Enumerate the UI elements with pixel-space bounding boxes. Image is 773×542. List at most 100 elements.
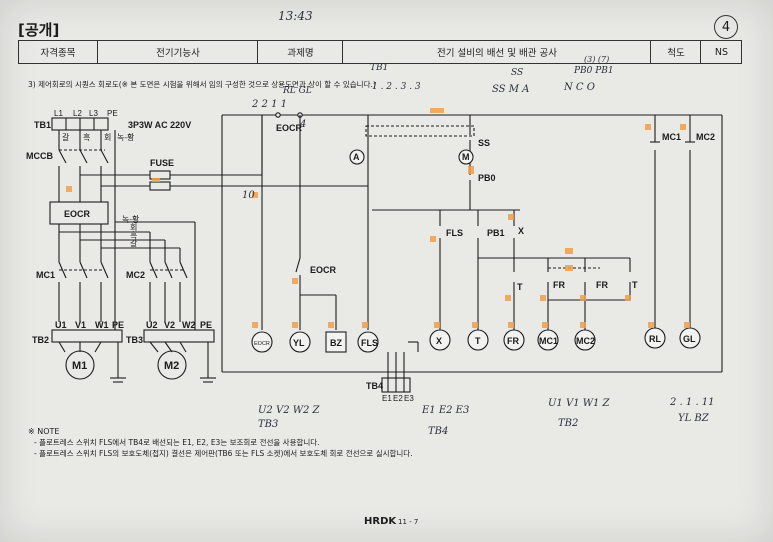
tb3-block — [143, 329, 215, 343]
hand-u2v2w2: U2 V2 W2 Z — [258, 405, 320, 416]
tb4-e1: E1 — [382, 394, 392, 403]
tb1-label: TB1 — [34, 120, 51, 130]
mccb-label: MCCB — [26, 151, 53, 161]
motor-m1 — [65, 350, 95, 380]
tb3-w2: W2 — [182, 320, 196, 330]
fr-contact-2: FR — [596, 280, 608, 290]
page-number: 4 — [721, 19, 731, 35]
phase-l1: L1 — [54, 109, 63, 118]
hand-tb2: TB2 — [558, 418, 579, 429]
hand-2211: 2 2 1 1 — [252, 99, 287, 110]
hand-10: 10 — [242, 190, 255, 201]
task-cell-value: 전기 설비의 배선 및 배관 공사 — [342, 41, 651, 63]
tb3-pe: PE — [200, 320, 212, 330]
x-contact-label: X — [518, 226, 524, 236]
phase-l2: L2 — [73, 109, 82, 118]
tb2-u1: U1 — [55, 320, 67, 330]
hand-u1v1w1: U1 V1 W1 Z — [548, 398, 610, 409]
phase-pe: PE — [107, 109, 118, 118]
mc1-label: MC1 — [36, 270, 55, 280]
t-contact-1: T — [517, 282, 523, 292]
hand-nums-123: 1 . 2 . 3 . 3 — [372, 82, 421, 92]
mc2-label: MC2 — [126, 270, 145, 280]
page-number-circle: 4 — [714, 15, 738, 39]
hand-tb3: TB3 — [258, 419, 279, 430]
title-cell-value: 전기기능사 — [97, 41, 258, 63]
tb2-label: TB2 — [32, 335, 49, 345]
gl-label: GL — [683, 334, 696, 344]
pb0-label: PB0 — [478, 173, 496, 183]
mc1-coil-label: MC1 — [539, 336, 558, 346]
tb3-u2: U2 — [146, 320, 158, 330]
meter-m — [458, 149, 474, 165]
hand-ss: SS — [511, 68, 524, 78]
wire-black: 흑 — [130, 230, 137, 240]
eocr-block — [49, 201, 109, 225]
tb4-e2: E2 — [393, 394, 403, 403]
eocr-label: EOCR — [64, 209, 91, 219]
supply-label: 3P3W AC 220V — [128, 120, 191, 130]
fuse-label: FUSE — [150, 158, 174, 168]
tb2-v1: V1 — [75, 320, 86, 330]
relay-fr — [503, 329, 525, 351]
tb3-v2: V2 — [164, 320, 175, 330]
eocr-contact-label: EOCR — [276, 123, 303, 133]
motor-m2 — [157, 350, 187, 380]
fr-relay-label: FR — [507, 336, 519, 346]
hand-e123: E1 E2 E3 — [422, 405, 470, 416]
tb2-pe: PE — [112, 320, 124, 330]
color-l3: 회 — [104, 133, 111, 142]
wire-gray: 회 — [130, 223, 137, 232]
note-line-1: - 플로트레스 스위치 FLS에서 TB4로 배선되는 E1, E2, E3는 … — [34, 438, 320, 447]
note-title: ※ NOTE — [28, 427, 60, 436]
buzzer-bz — [325, 331, 347, 353]
lamp-yl — [289, 331, 311, 353]
title-cell-label: 자격종목 — [40, 48, 76, 59]
public-tag: [공개] — [18, 21, 60, 39]
footer-brand: HRDK — [364, 516, 397, 527]
lamp-eocr-label: EOCR — [254, 341, 270, 347]
diagram-subtitle: 3) 제어회로의 시퀀스 회로도(※ 본 도면은 시험을 위해서 임의 구성한 … — [28, 80, 376, 89]
bz-label: BZ — [330, 338, 342, 348]
hand-pb-marks: (3) (7) — [584, 55, 610, 64]
relay-x — [429, 329, 451, 351]
fls-contact-label: FLS — [446, 228, 463, 238]
ammeter-a — [349, 149, 365, 165]
contactor-mc2 — [574, 329, 596, 351]
lamp-rl — [644, 327, 666, 349]
t-contact-2: T — [632, 280, 638, 290]
contactor-mc1 — [537, 329, 559, 351]
relay-fls — [357, 331, 379, 353]
hand-top-number: 13:43 — [278, 9, 313, 23]
hand-tb1: TB1 — [370, 63, 389, 73]
hand-nco: N C O — [564, 82, 595, 93]
hand-4: 4 — [300, 119, 307, 130]
lamp-yl-label: YL — [293, 338, 305, 348]
scale-cell-value: NS — [700, 41, 742, 63]
wire-brown: 갈 — [130, 239, 138, 248]
tb4-e3: E3 — [404, 394, 414, 403]
rl-label: RL — [649, 334, 661, 344]
hand-pb0pb1: PB0 PB1 — [574, 66, 614, 76]
tb3-label: TB3 — [126, 335, 143, 345]
t-relay-label: T — [475, 336, 481, 346]
phase-l3: L3 — [89, 109, 98, 118]
color-l1: 갈 — [62, 133, 70, 142]
task-cell-label: 과제명 — [257, 41, 343, 63]
mc2-contact-label: MC2 — [696, 132, 715, 142]
scale-cell-label: 척도 — [650, 41, 701, 63]
footer-page: 11 - 7 — [398, 518, 419, 526]
mc2-coil-label: MC2 — [576, 336, 595, 346]
wire-pe: 녹-황 — [122, 214, 140, 224]
lamp-eocr — [251, 331, 273, 353]
fuse-1 — [149, 170, 171, 180]
tb4-label: TB4 — [366, 381, 383, 391]
fr-contact-1: FR — [553, 280, 565, 290]
hand-yl-bz-nums: 2 . 1 . 11 — [670, 397, 715, 408]
color-pe: 녹-황 — [117, 132, 135, 142]
x-relay-label: X — [436, 336, 442, 346]
hand-tb4: TB4 — [428, 426, 449, 437]
eocr-relay-label: EOCR — [310, 265, 337, 275]
pb1-label: PB1 — [487, 228, 505, 238]
